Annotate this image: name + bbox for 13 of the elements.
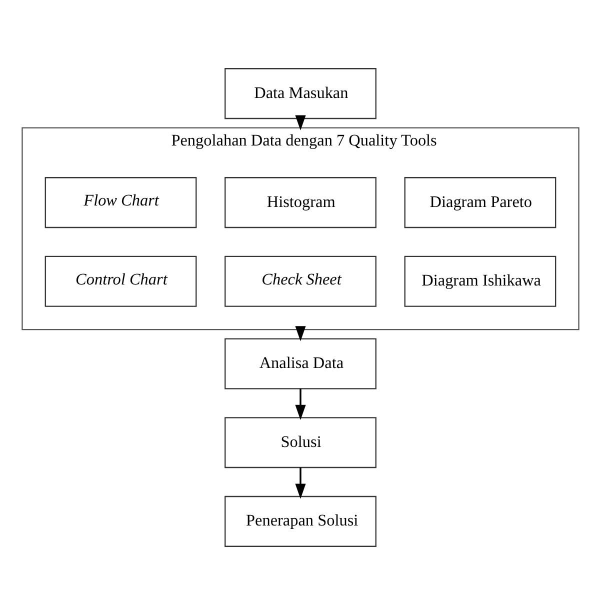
node-box: Flow Chart: [44, 176, 197, 228]
arrow: [295, 388, 306, 420]
arrow: [295, 467, 306, 498]
node-box: Analisa Data: [224, 338, 376, 389]
node-box: Solusi: [224, 416, 376, 468]
arrow: [295, 114, 306, 130]
node-box: Penerapan Solusi: [224, 495, 376, 546]
node-box: Histogram: [224, 176, 376, 228]
node-box: Diagram Pareto: [404, 176, 556, 228]
node-box: Check Sheet: [224, 255, 376, 306]
arrow: [295, 326, 306, 341]
node-box: Diagram Ishikawa: [404, 255, 556, 306]
node-box: Control Chart: [44, 255, 197, 306]
